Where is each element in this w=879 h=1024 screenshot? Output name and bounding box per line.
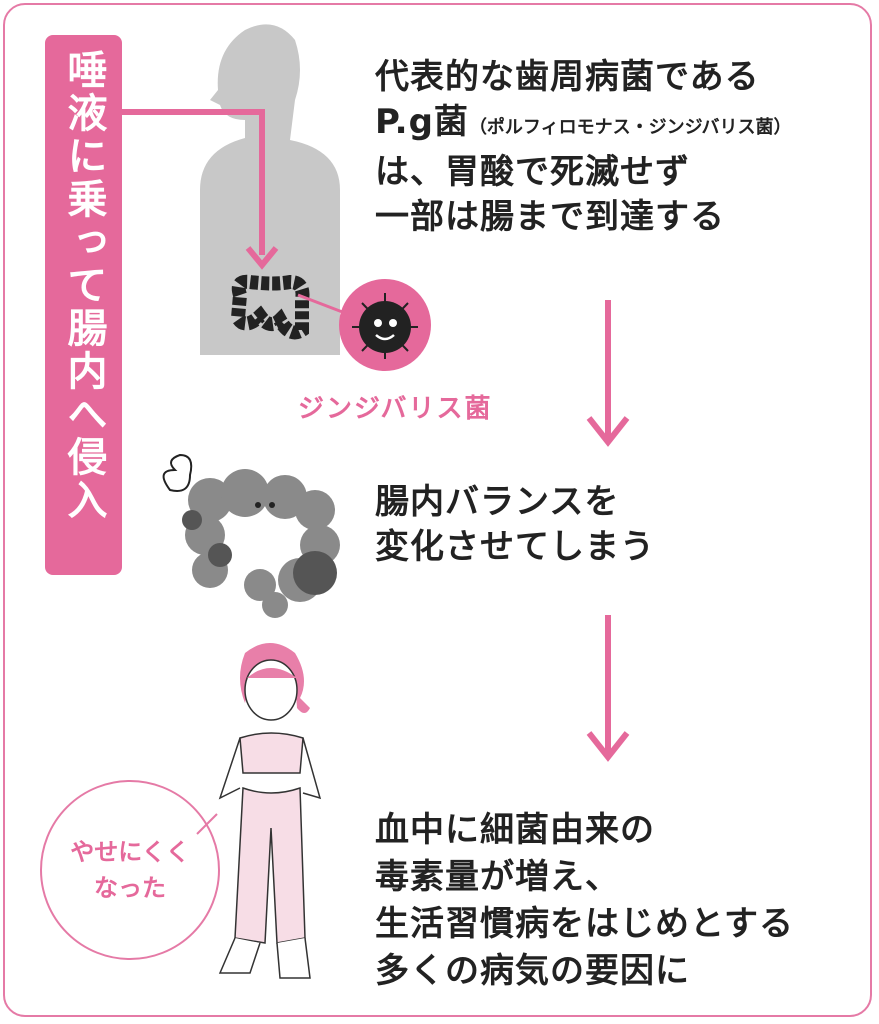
pg-bacteria-name: P.g菌 — [375, 102, 469, 142]
diagram-frame — [3, 3, 872, 1017]
human-silhouette — [200, 24, 340, 355]
pg-bacteria-note: （ポルフィロモナス・ジンジバリス菌） — [468, 117, 792, 138]
bacteria-callout — [297, 279, 431, 371]
step2-line: 変化させてしまう — [375, 527, 655, 567]
bacteria-label: ジンジバリス菌 — [298, 394, 493, 424]
down-arrow-2 — [586, 615, 630, 762]
speech-line: やせにくく — [70, 838, 190, 866]
step3-line: 多くの病気の要因に — [375, 951, 690, 991]
step2-line: 腸内バランスを — [375, 482, 620, 522]
step3-text: 血中に細菌由来の 毒素量が増え、 生活習慣病をはじめとする 多くの病気の要因に — [375, 807, 794, 995]
step1-line: P.g菌（ポルフィロモナス・ジンジバリス菌） — [375, 100, 792, 150]
step3-line: 毒素量が増え、 — [375, 857, 620, 897]
step1-line: 一部は腸まで到達する — [375, 197, 725, 237]
woman-illustration — [218, 643, 322, 979]
step1-text: 代表的な歯周病菌である P.g菌（ポルフィロモナス・ジンジバリス菌） は、胃酸で… — [375, 55, 792, 240]
step1-line: 代表的な歯周病菌である — [375, 57, 760, 97]
speech-bubble-tail — [196, 813, 218, 835]
side-label: 唾液に乗って腸内へ侵入 — [45, 35, 122, 575]
unbalanced-gut-illustration — [162, 453, 340, 618]
step3-line: 血中に細菌由来の — [375, 810, 655, 850]
down-arrow-1 — [586, 300, 630, 447]
intestine-icon — [230, 274, 310, 340]
speech-line: なった — [94, 874, 166, 902]
speech-bubble: やせにくく なった — [40, 780, 220, 960]
step3-line: 生活習慣病をはじめとする — [375, 904, 794, 944]
saliva-path-arrow — [120, 109, 279, 270]
step1-line: は、胃酸で死滅せず — [375, 152, 690, 192]
step2-text: 腸内バランスを 変化させてしまう — [375, 480, 655, 570]
